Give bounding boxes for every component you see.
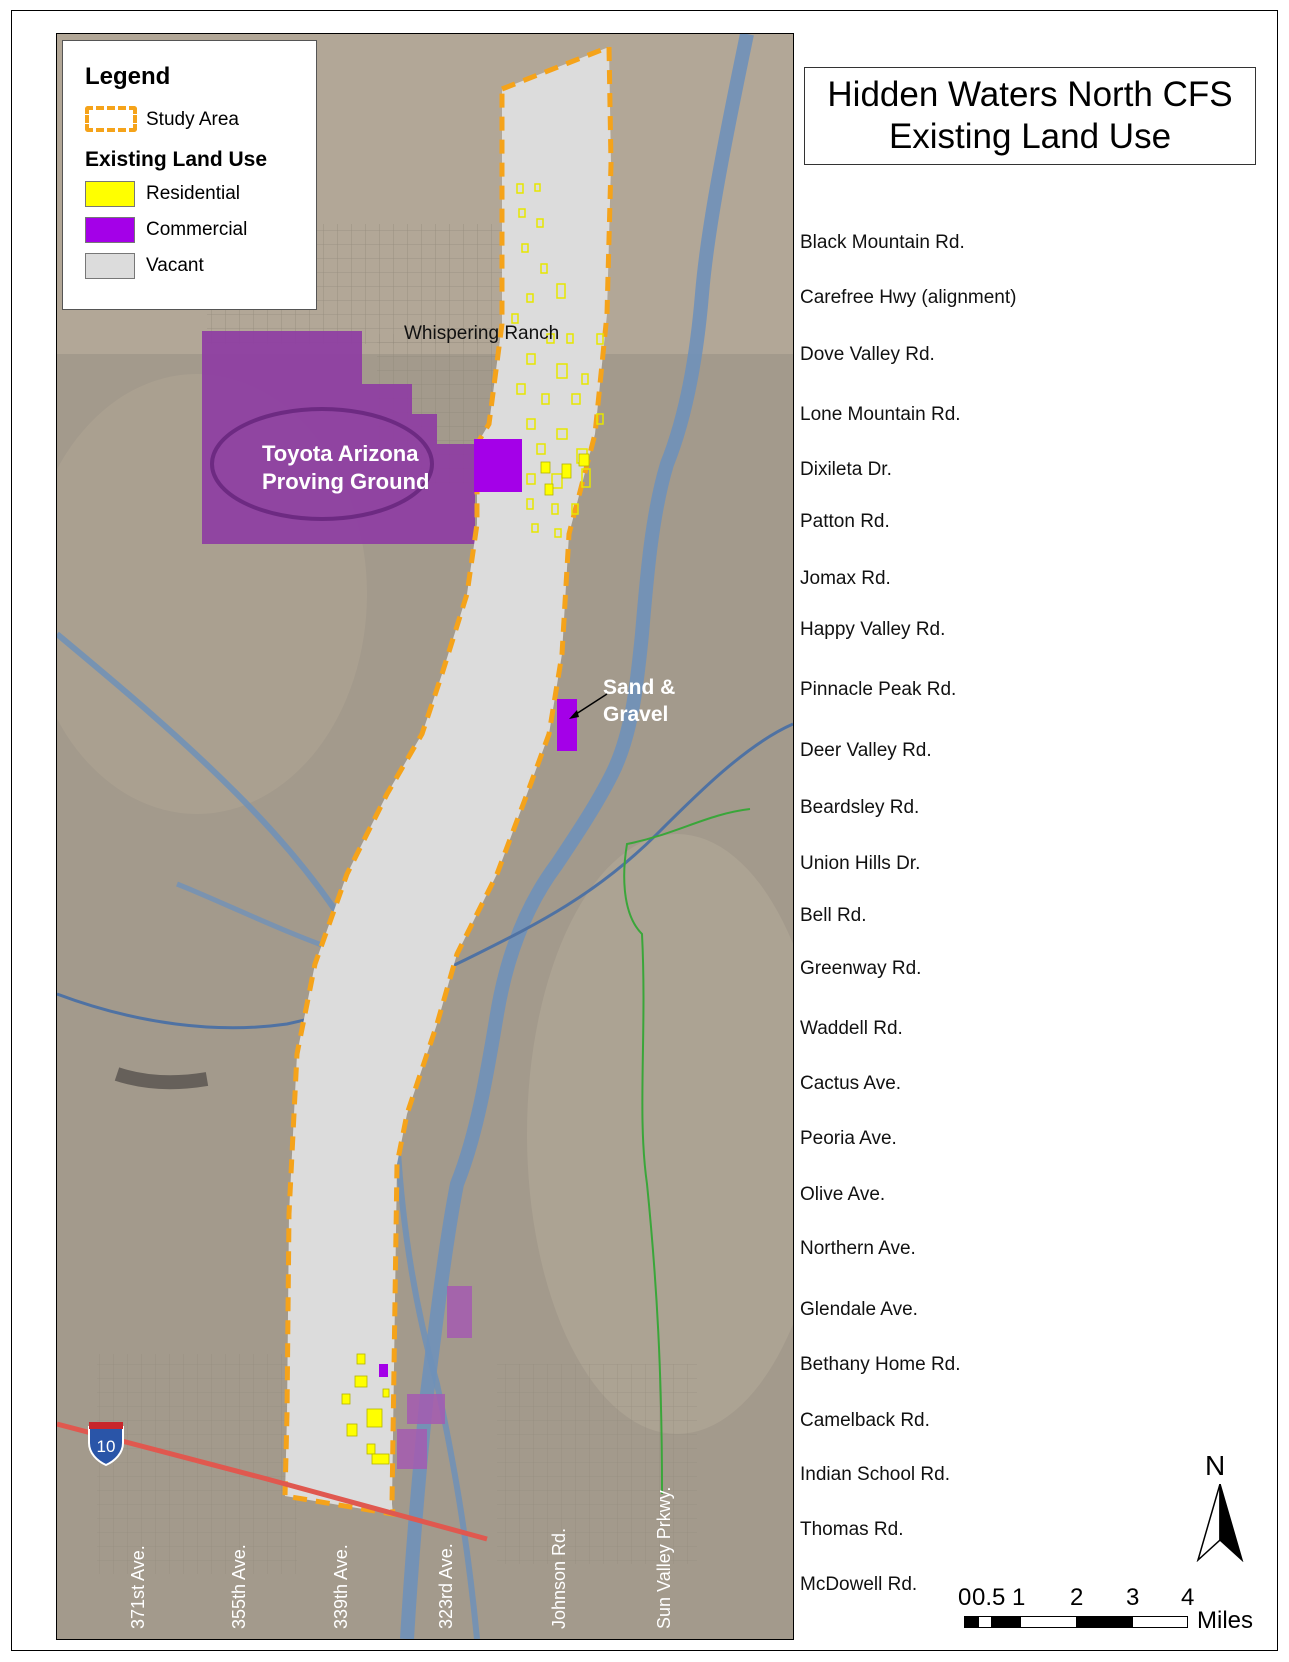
interstate-10 xyxy=(57,1421,488,1542)
road-label: Thomas Rd. xyxy=(800,1519,904,1540)
study-area-swatch xyxy=(85,106,137,132)
toyota-label-2: Proving Ground xyxy=(262,469,429,494)
north-arrow-icon xyxy=(1196,1484,1244,1562)
road-label: Bell Rd. xyxy=(800,905,867,926)
scale-tick: 3 xyxy=(1126,1584,1140,1611)
agua-fria-wash xyxy=(400,34,754,1639)
pointer-line xyxy=(572,693,608,717)
map-frame xyxy=(11,10,1278,1651)
road-label: Union Hills Dr. xyxy=(800,853,921,874)
interstate-shield[interactable] xyxy=(88,1422,124,1467)
scale-unit: Miles xyxy=(1197,1607,1254,1634)
road-label: Northern Ave. xyxy=(800,1238,916,1259)
park-boundary xyxy=(623,808,751,1495)
scale-tick: 4 xyxy=(1181,1584,1195,1611)
commercial-parcel xyxy=(474,439,522,492)
interstate-number: 10 xyxy=(97,1437,116,1456)
sand-label-2: Gravel xyxy=(603,703,668,726)
ridge xyxy=(114,1067,209,1090)
road-label: Glendale Ave. xyxy=(800,1299,918,1320)
avenue-label-johnson: Johnson Rd. xyxy=(549,1528,569,1629)
north-arrow: N xyxy=(1192,1450,1252,1562)
map-title-box: Hidden Waters North CFS Existing Land Us… xyxy=(804,67,1256,165)
avenue-label-355th: 355th Ave. xyxy=(229,1544,249,1629)
sand-gravel-parcel xyxy=(557,699,577,751)
road-label: McDowell Rd. xyxy=(800,1574,918,1595)
road-label: Happy Valley Rd. xyxy=(800,619,946,640)
road-label: Bethany Home Rd. xyxy=(800,1354,961,1375)
toyota-label-1: Toyota Arizona xyxy=(262,441,419,466)
road-label: Waddell Rd. xyxy=(800,1018,903,1039)
scale-segment xyxy=(1020,1616,1077,1628)
road-label: Beardsley Rd. xyxy=(800,797,920,818)
canal xyxy=(57,722,793,1030)
scale-bar: 0 0.5 1 2 3 4 Miles xyxy=(958,1584,1258,1644)
avenue-labels: 371st Ave. 355th Ave. 339th Ave. 323rd A… xyxy=(128,1487,674,1629)
study-area-label: Study Area xyxy=(146,109,239,130)
toyota-proving-ground xyxy=(202,331,475,544)
legend-title: Legend xyxy=(85,63,171,90)
residential-parcels xyxy=(511,183,604,538)
commercial-parcel-small xyxy=(379,1364,388,1377)
pointer-arrow xyxy=(569,710,579,719)
commercial-parcel-east xyxy=(447,1286,472,1338)
scale-segment xyxy=(964,1616,978,1628)
road-label: Dove Valley Rd. xyxy=(800,344,935,365)
road-label: Indian School Rd. xyxy=(800,1464,950,1485)
north-label: N xyxy=(1205,1450,1226,1481)
road-label: Dixileta Dr. xyxy=(800,459,892,480)
road-label: Lone Mountain Rd. xyxy=(800,404,961,425)
residential-label: Residential xyxy=(146,183,240,204)
residential-fill xyxy=(341,453,590,1465)
road-label: Carefree Hwy (alignment) xyxy=(800,287,1017,308)
parcel-grid-sw xyxy=(97,1354,297,1574)
road-label: Cactus Ave. xyxy=(800,1073,902,1094)
legend-section-title: Existing Land Use xyxy=(85,148,268,171)
avenue-label-371st: 371st Ave. xyxy=(128,1545,148,1629)
sand-label-1: Sand & xyxy=(603,676,675,699)
commercial-swatch xyxy=(85,217,135,243)
road-label: Peoria Ave. xyxy=(800,1128,897,1149)
road-label: Jomax Rd. xyxy=(800,568,891,589)
road-label: Olive Ave. xyxy=(800,1184,886,1205)
scale-segment xyxy=(1077,1616,1132,1628)
road-label: Black Mountain Rd. xyxy=(800,232,965,253)
commercial-label: Commercial xyxy=(146,219,248,240)
vacant-swatch xyxy=(85,253,135,279)
map-title-line-1: Hidden Waters North CFS xyxy=(827,75,1233,114)
avenue-label-323rd: 323rd Ave. xyxy=(436,1543,456,1629)
whispering-ranch-label: Whispering Ranch xyxy=(404,323,559,344)
avenue-label-339th: 339th Ave. xyxy=(331,1544,351,1629)
parcel-grid-se xyxy=(497,1364,697,1564)
road-label: Deer Valley Rd. xyxy=(800,740,932,761)
scale-tick: 0.5 xyxy=(972,1584,1006,1611)
road-label: Patton Rd. xyxy=(800,511,890,532)
road-label: Greenway Rd. xyxy=(800,958,922,979)
scale-segment xyxy=(978,1616,992,1628)
commercial-parcel-east-3 xyxy=(397,1429,427,1469)
road-label: Pinnacle Peak Rd. xyxy=(800,679,957,700)
scale-segment xyxy=(1132,1616,1188,1628)
residential-swatch xyxy=(85,181,135,207)
test-track xyxy=(210,407,434,521)
scale-tick: 2 xyxy=(1070,1584,1084,1611)
avenue-label-sun-valley: Sun Valley Prkwy. xyxy=(654,1487,674,1629)
scale-tick: 1 xyxy=(1012,1584,1026,1611)
map-title-line-2: Existing Land Use xyxy=(888,117,1172,156)
scale-tick: 0 xyxy=(958,1584,972,1611)
terrain-patch-east xyxy=(527,834,793,1434)
map-legend: Legend Study Area Existing Land Use Resi… xyxy=(62,40,317,310)
vacant-label: Vacant xyxy=(146,255,204,276)
road-label: Camelback Rd. xyxy=(800,1410,930,1431)
commercial-parcel-east-2 xyxy=(407,1394,445,1424)
scale-segment xyxy=(992,1616,1020,1628)
